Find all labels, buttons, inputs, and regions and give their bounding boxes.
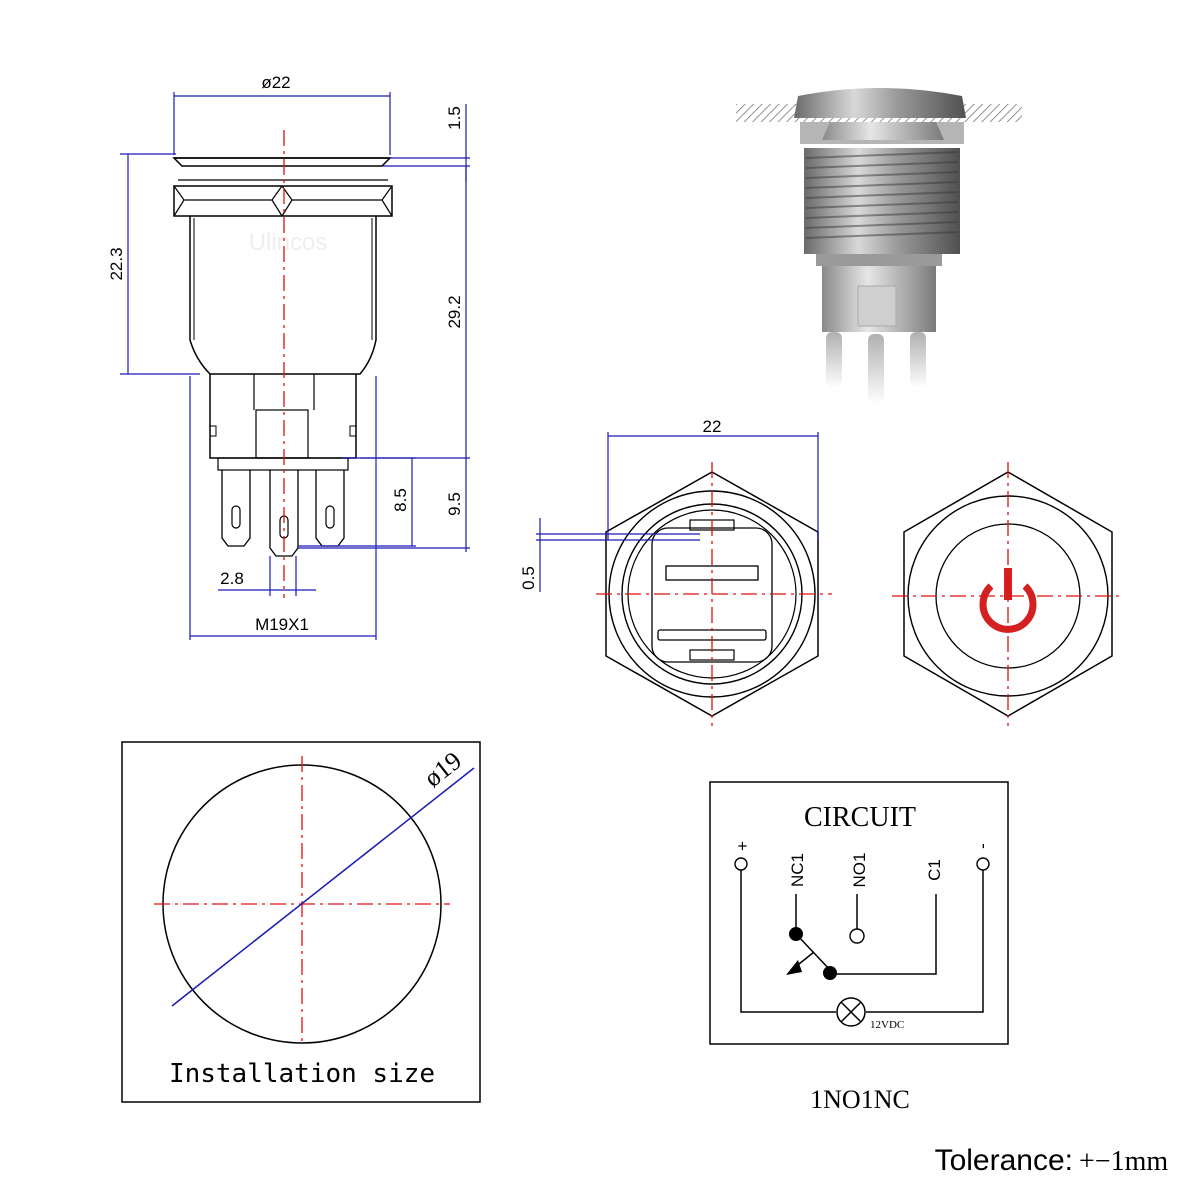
- product-photo: [736, 88, 1022, 404]
- watermark: Ulincos: [249, 229, 328, 256]
- installation-dia-line: [171, 767, 475, 1007]
- pin-center: [269, 470, 299, 557]
- total-height-label: 29.2: [445, 295, 464, 328]
- housing-window: [857, 285, 897, 327]
- lamp-cross-b: [840, 1001, 862, 1023]
- pin-right: [315, 470, 345, 547]
- photo-pin-left: [826, 332, 842, 388]
- circuit-title: CIRCUIT: [804, 802, 916, 833]
- flange-thickness-label: 1.5: [445, 106, 464, 130]
- thread-lines: [805, 151, 959, 239]
- dia22-label: ø22: [261, 73, 290, 92]
- terminal-base: [217, 457, 349, 471]
- pin-left: [221, 470, 251, 547]
- installation-caption: Installation size: [169, 1059, 435, 1089]
- minus-terminal: [976, 857, 990, 871]
- plus-terminal: [734, 857, 748, 871]
- c-label: C1: [925, 859, 944, 881]
- circuit-wires: [740, 870, 984, 1013]
- latch-left: [209, 425, 217, 437]
- tolerance-note: Tolerance: +−1mm: [935, 1144, 1169, 1177]
- side-dimensions: [120, 92, 470, 640]
- front-view: [892, 462, 1124, 726]
- plus-label: +: [733, 841, 752, 851]
- lamp-label: 12VDC: [870, 1019, 904, 1031]
- pin-right-hole: [325, 505, 335, 529]
- base-block: [209, 374, 357, 459]
- circuit-frame: [709, 781, 1009, 1045]
- side-view: Ulincos: [107, 73, 470, 640]
- pin-length-label: 8.5: [391, 488, 410, 512]
- installation-dia-label: ø19: [418, 746, 467, 793]
- circuit-caption: 1NO1NC: [810, 1085, 910, 1114]
- nc-label: NC1: [788, 853, 807, 887]
- bottom-dimensions: [536, 432, 819, 592]
- tolerance-value: +−1mm: [1079, 1146, 1168, 1177]
- bottom-view: 22 0.5: [519, 417, 832, 726]
- thread-label: M19X1: [255, 615, 309, 634]
- installation-frame: [121, 741, 481, 1103]
- tolerance-label: Tolerance:: [935, 1144, 1073, 1177]
- hex-nut: [173, 185, 393, 217]
- hex-nut-face: [173, 185, 393, 217]
- minus-label: -: [973, 843, 992, 849]
- pin-width-label: 2.8: [220, 569, 244, 588]
- no-contact: [849, 928, 865, 944]
- body-outline: [189, 216, 377, 375]
- switch-arrow: [786, 960, 802, 975]
- latch-right: [349, 425, 357, 437]
- bottom-gap-label: 0.5: [519, 566, 538, 590]
- photo-pin-right: [910, 332, 926, 388]
- bottom-width-label: 22: [703, 417, 722, 436]
- nc-contact: [789, 927, 803, 941]
- nut: [822, 122, 944, 140]
- flange-outline: [172, 157, 392, 167]
- terminal-length-label: 9.5: [445, 492, 464, 516]
- installation-panel: ø19 Installation size: [121, 741, 481, 1103]
- no-label: NO1: [850, 853, 869, 888]
- center-socket: [255, 409, 309, 459]
- circuit-panel: CIRCUIT + NC1 NO1 C1 - 12VDC 1NO1NC: [709, 781, 1009, 1114]
- body-height-label: 22.3: [107, 247, 126, 280]
- photo-pin-center: [868, 334, 884, 404]
- barrel-base: [816, 254, 942, 266]
- pin-left-hole: [231, 505, 241, 529]
- button-cap: [794, 88, 966, 118]
- c-contact: [823, 966, 837, 980]
